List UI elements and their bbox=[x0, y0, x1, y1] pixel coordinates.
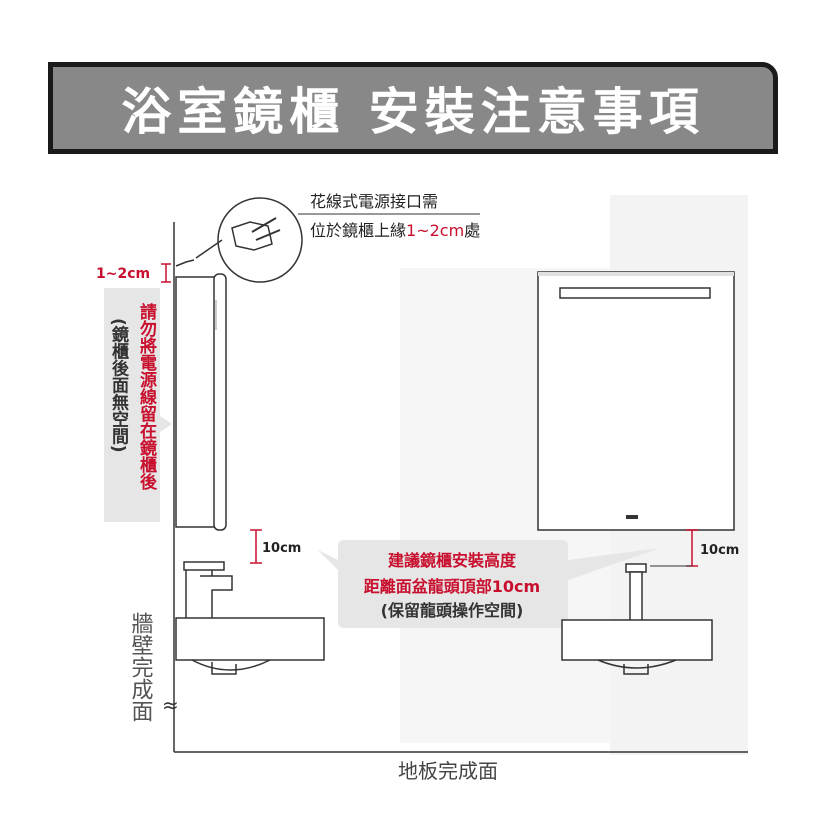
title-banner: 浴室鏡櫃 安裝注意事項 bbox=[48, 62, 778, 154]
front-basin bbox=[561, 619, 713, 661]
front-faucet-handle bbox=[625, 563, 647, 573]
wall-break-symbol: ≈ bbox=[162, 693, 179, 717]
plug-pin-icon bbox=[251, 217, 277, 233]
front-drain-icon bbox=[623, 664, 649, 675]
power-note-line1: 花線式電源接口需 bbox=[310, 192, 438, 211]
side-faucet-body bbox=[185, 565, 213, 621]
front-cabinet-top-edge bbox=[538, 272, 734, 276]
plug-pin-icon bbox=[255, 229, 281, 241]
side-faucet-lever bbox=[183, 561, 225, 571]
floor-label: 地板完成面 bbox=[398, 759, 498, 783]
front-faucet-body bbox=[629, 571, 643, 623]
power-cord bbox=[175, 259, 195, 267]
height-note-pointer bbox=[568, 548, 660, 580]
warning-panel bbox=[104, 288, 172, 522]
power-note-line2-highlight: 1~2cm bbox=[406, 221, 464, 240]
side-basin bbox=[175, 617, 325, 661]
front-sensor-switch bbox=[626, 515, 638, 519]
top-gap-label: 1~2cm bbox=[96, 266, 150, 282]
height-note-line2: 距離面盆龍頭頂部10cm bbox=[364, 577, 540, 596]
side-faucet-spout bbox=[200, 575, 233, 591]
left-gap-label: 10cm bbox=[262, 541, 301, 556]
front-light-bar bbox=[559, 287, 711, 299]
side-cabinet-door bbox=[213, 273, 227, 531]
height-note-line1: 建議鏡櫃安裝高度 bbox=[388, 551, 517, 570]
front-basin-bowl bbox=[597, 659, 677, 669]
right-gap-label: 10cm bbox=[700, 543, 739, 558]
height-note-line3: (保留龍頭操作空間) bbox=[381, 601, 524, 620]
side-cabinet bbox=[175, 276, 221, 528]
side-drain-icon bbox=[211, 662, 237, 675]
wall-label: 牆壁完成面 bbox=[128, 612, 154, 722]
side-basin-bowl bbox=[191, 659, 271, 671]
banner-title: 浴室鏡櫃 安裝注意事項 bbox=[121, 83, 705, 141]
warning-text-red: 請勿將電源線留在鏡櫃後 bbox=[136, 302, 158, 491]
plug-pointer-line bbox=[195, 239, 223, 259]
plug-icon bbox=[231, 221, 273, 251]
power-note-line2-suffix: 處 bbox=[464, 221, 480, 240]
power-note-line2-prefix: 位於鏡櫃上緣 bbox=[310, 221, 406, 240]
height-note-panel bbox=[318, 540, 568, 628]
front-cabinet bbox=[537, 271, 735, 531]
warning-text-gray: (鏡櫃後面無空間) bbox=[108, 318, 129, 453]
power-note-line2: 位於鏡櫃上緣1~2cm處 bbox=[310, 221, 480, 240]
